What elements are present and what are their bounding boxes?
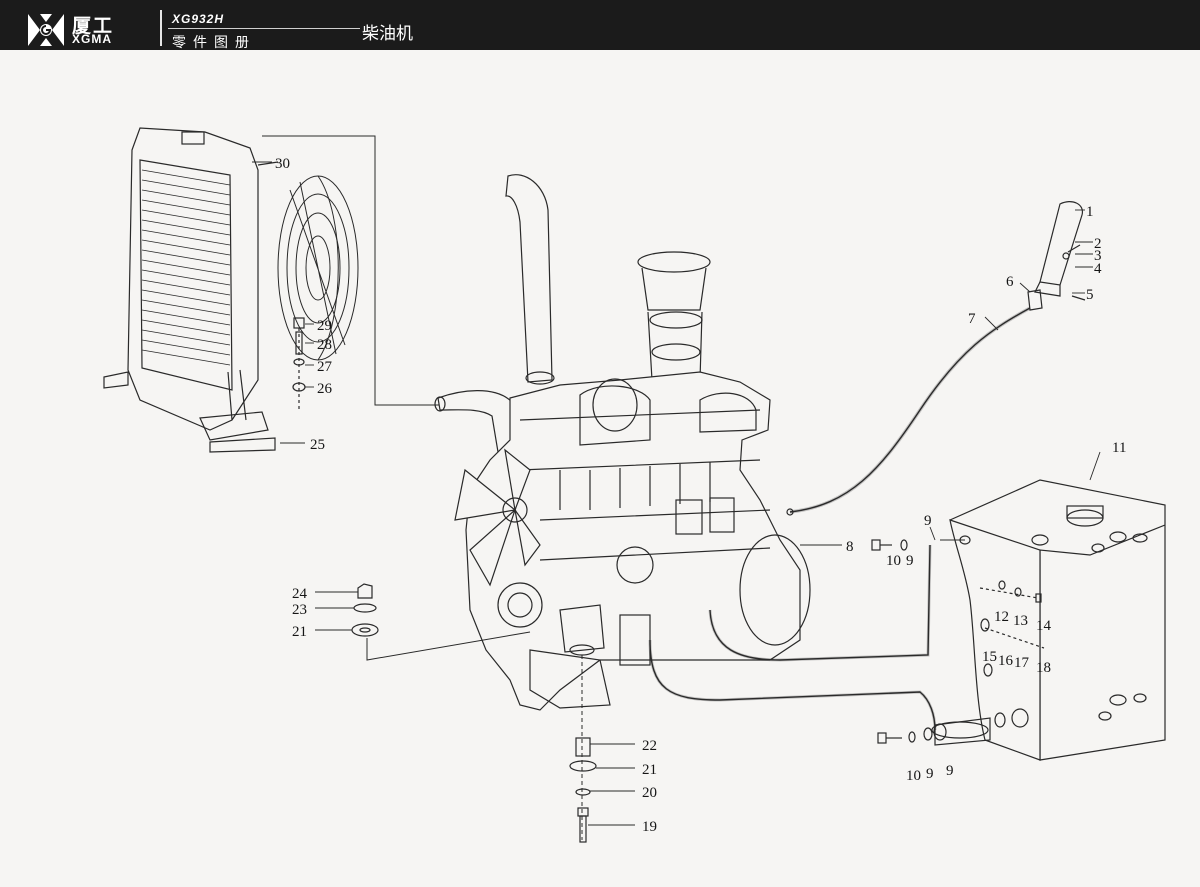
- diesel-engine: [434, 174, 811, 711]
- callout-9-tank: 9: [924, 513, 932, 529]
- model-number: XG932H: [172, 12, 225, 26]
- callout-23: 23: [292, 602, 307, 618]
- callout-19: 19: [642, 819, 657, 835]
- radiator-assembly: [103, 127, 279, 453]
- xgma-logo-icon: [28, 14, 64, 46]
- callout-6: 6: [1006, 274, 1014, 290]
- catalog-title: 零件图册: [172, 34, 256, 50]
- callout-5: 5: [1086, 287, 1094, 303]
- callout-2: 2: [1094, 236, 1102, 252]
- callout-21-left: 21: [292, 624, 307, 640]
- radiator-link-line: [262, 135, 445, 406]
- callout-1: 1: [1086, 204, 1094, 220]
- callout-3: 3: [1094, 248, 1102, 264]
- callout-30: 30: [275, 156, 290, 172]
- callout-10-lower: 10: [906, 768, 921, 784]
- callout-15: 15: [982, 649, 997, 665]
- catalog-header: 厦工 XGMA XG932H 零件图册 柴油机: [0, 0, 1200, 50]
- callout-leader-lines: [252, 161, 1101, 826]
- fan-guard: [277, 175, 359, 361]
- callout-16: 16: [998, 653, 1014, 669]
- fuel-tank: [931, 479, 1166, 761]
- brand-name-cn: 厦工: [72, 16, 115, 37]
- callout-26: 26: [317, 381, 333, 397]
- callout-18: 18: [1036, 660, 1051, 676]
- callout-12: 12: [994, 609, 1009, 625]
- callout-22: 22: [642, 738, 657, 754]
- callout-11: 11: [1112, 440, 1126, 456]
- callout-9-upper: 9: [906, 553, 914, 569]
- callout-29: 29: [317, 318, 332, 334]
- callout-8: 8: [846, 539, 854, 555]
- callout-labels: 1 2 3 4 5 6 7 8 9 9 9 9 10 10 11 12 13 1…: [275, 156, 1126, 835]
- mount-hardware-bottom: [569, 737, 597, 843]
- callout-21-bottom: 21: [642, 762, 657, 778]
- callout-28: 28: [317, 337, 332, 353]
- callout-7: 7: [968, 311, 976, 327]
- header-rule: [168, 28, 360, 29]
- callout-14: 14: [1036, 618, 1052, 634]
- throttle-pedal-assembly: [786, 201, 1086, 516]
- callout-20: 20: [642, 785, 657, 801]
- callout-10-upper: 10: [886, 553, 901, 569]
- callout-4: 4: [1094, 261, 1102, 277]
- fittings-hardware: [871, 539, 1045, 744]
- header-separator: [160, 10, 162, 46]
- engine-exploded-diagram: 1 2 3 4 5 6 7 8 9 9 9 9 10 10 11 12 13 1…: [103, 127, 1166, 843]
- callout-13: 13: [1013, 613, 1028, 629]
- callout-27: 27: [317, 359, 333, 375]
- section-title: 柴油机: [362, 24, 413, 43]
- callout-17: 17: [1014, 655, 1030, 671]
- callout-9-lower-b: 9: [946, 763, 954, 779]
- radiator-hardware: [292, 317, 306, 410]
- mount-leader-line: [366, 631, 531, 661]
- fuel-lines: [648, 544, 937, 731]
- brand-name-en: XGMA: [72, 32, 112, 46]
- callout-24: 24: [292, 586, 308, 602]
- callout-9-lower-a: 9: [926, 766, 934, 782]
- callout-25: 25: [310, 437, 325, 453]
